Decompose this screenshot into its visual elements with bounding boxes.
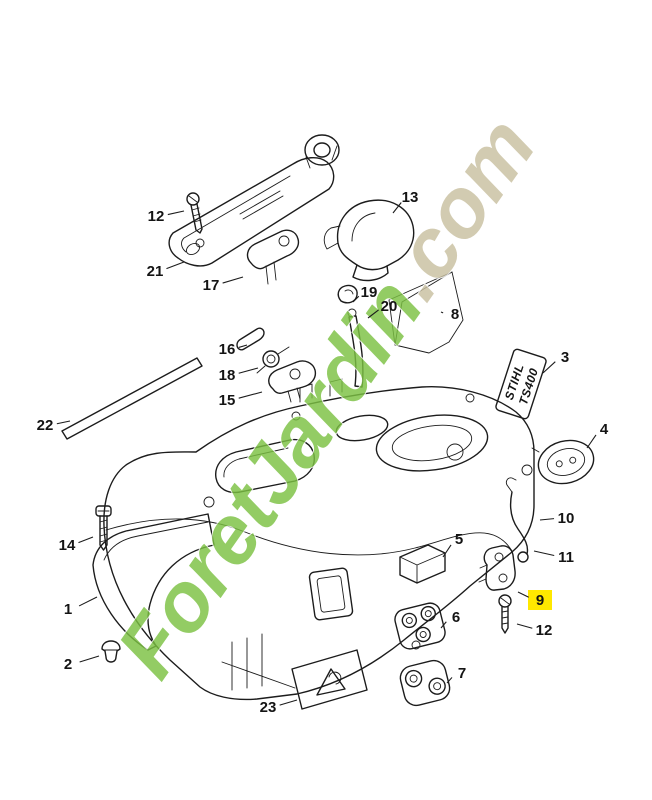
part-number: 15 — [219, 392, 236, 409]
part-number: 13 — [402, 189, 419, 206]
leader-line — [440, 621, 447, 629]
part-block — [399, 544, 446, 584]
part-screw-left — [95, 505, 112, 551]
part-screw-upper — [186, 192, 203, 234]
part-number: 16 — [219, 341, 236, 358]
part-panel — [388, 271, 464, 354]
part-number: 21 — [147, 263, 164, 280]
leader-line — [539, 518, 555, 521]
part-cap — [537, 439, 595, 485]
part-warning-label — [291, 649, 368, 710]
part-number: 12 — [148, 208, 165, 225]
leader-line — [238, 391, 263, 399]
part-callout-2[interactable]: 2 — [64, 655, 100, 673]
leader-line — [392, 202, 402, 214]
part-grommet — [101, 640, 121, 663]
leader-line — [167, 210, 185, 216]
leader-line — [238, 344, 248, 348]
part-number: 14 — [59, 537, 76, 554]
leader-line — [533, 550, 555, 557]
part-callout-3[interactable]: 3 — [542, 349, 569, 374]
part-callout-15[interactable]: 15 — [219, 391, 263, 409]
part-number: 22 — [37, 417, 54, 434]
leader-line — [56, 420, 71, 425]
leader-line — [440, 311, 444, 314]
part-number: 17 — [203, 277, 220, 294]
highlight-background — [528, 590, 552, 610]
part-lock-lever — [478, 545, 516, 591]
model-label: STIHL TS400 — [495, 348, 547, 420]
leader-line — [222, 276, 244, 284]
part-number: 10 — [558, 510, 575, 527]
part-number: 19 — [361, 284, 378, 301]
part-number: 20 — [381, 298, 398, 315]
part-callout-12b[interactable]: 12 — [516, 622, 553, 639]
leader-line — [367, 309, 379, 319]
part-callout-4[interactable]: 4 — [586, 421, 609, 449]
part-callout-9[interactable]: 9 — [517, 590, 552, 610]
part-callout-10[interactable]: 10 — [539, 510, 575, 527]
part-latch — [246, 229, 300, 285]
part-number: 23 — [260, 699, 277, 716]
part-callout-12a[interactable]: 12 — [148, 208, 185, 225]
part-callout-17[interactable]: 17 — [203, 276, 244, 294]
watermark: ForetJardin.com — [99, 101, 554, 694]
part-callout-16[interactable]: 16 — [219, 341, 248, 358]
leader-line — [517, 591, 529, 598]
part-pin — [236, 327, 265, 351]
part-number: 1 — [64, 601, 72, 618]
part-number: 11 — [558, 549, 574, 566]
leader-line — [352, 295, 360, 303]
part-spring — [256, 346, 290, 374]
part-number: 7 — [458, 665, 466, 682]
part-callout-20[interactable]: 20 — [367, 298, 398, 319]
leader-line — [279, 699, 298, 706]
leader-line — [586, 434, 597, 449]
part-number: 12 — [536, 622, 553, 639]
part-callout-23[interactable]: 23 — [260, 699, 298, 716]
leader-line — [446, 677, 453, 684]
part-callout-21[interactable]: 21 — [147, 261, 185, 280]
part-top-cover — [168, 134, 340, 267]
leader-line — [78, 536, 94, 544]
part-callout-8[interactable]: 8 — [440, 306, 459, 323]
part-callout-6[interactable]: 6 — [440, 609, 460, 629]
part-number: 9 — [536, 592, 544, 609]
part-number: 2 — [64, 656, 72, 673]
part-callout-13[interactable]: 13 — [392, 189, 419, 214]
part-number: 3 — [561, 349, 569, 366]
part-wire-spring — [505, 477, 529, 563]
part-screw-lower — [498, 594, 512, 634]
leader-line — [78, 596, 98, 607]
part-plug-three — [394, 602, 446, 650]
part-rod — [347, 308, 364, 388]
leader-line — [516, 623, 533, 629]
part-callout-18[interactable]: 18 — [219, 367, 259, 384]
leader-line — [79, 655, 100, 663]
part-number: 4 — [600, 421, 609, 438]
watermark-main: ForetJardin — [99, 261, 441, 693]
part-callout-19[interactable]: 19 — [352, 284, 378, 303]
leader-line — [238, 367, 259, 374]
part-callout-7[interactable]: 7 — [446, 665, 466, 684]
part-callout-14[interactable]: 14 — [59, 536, 94, 554]
part-number: 6 — [452, 609, 460, 626]
part-number: 8 — [451, 306, 459, 323]
leader-line — [442, 544, 452, 558]
leader-line — [166, 261, 185, 270]
part-number: 18 — [219, 367, 236, 384]
part-bracket — [268, 360, 317, 403]
part-callout-1[interactable]: 1 — [64, 596, 98, 618]
part-clip — [337, 284, 358, 304]
part-hood — [323, 199, 415, 282]
leader-line — [542, 361, 556, 374]
part-callout-5[interactable]: 5 — [442, 531, 463, 558]
part-strip — [61, 357, 203, 440]
part-callout-11[interactable]: 11 — [533, 549, 574, 566]
part-plug-two — [399, 659, 451, 707]
part-number: 5 — [455, 531, 463, 548]
part-callout-22[interactable]: 22 — [37, 417, 71, 434]
